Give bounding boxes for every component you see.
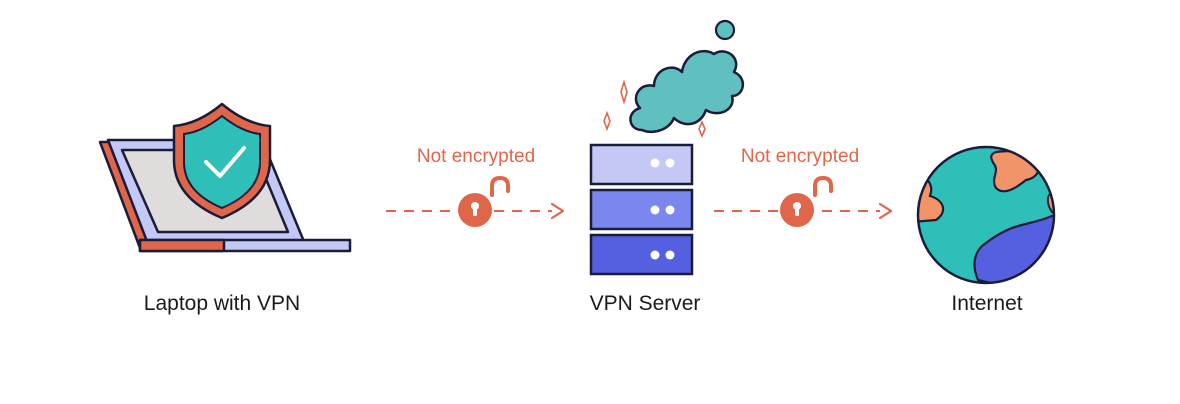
cloud-icon <box>629 19 744 134</box>
unlocked-padlock-icon <box>458 175 510 227</box>
link-server-to-internet <box>714 175 893 227</box>
internet-label: Internet <box>951 292 1023 315</box>
server-stack-icon <box>589 19 744 276</box>
globe-icon <box>916 145 1056 285</box>
link-2-label: Not encrypted <box>740 146 860 167</box>
laptop-label: Laptop with VPN <box>143 292 301 315</box>
vpn-server-label: VPN Server <box>589 292 701 315</box>
laptop-with-shield-icon <box>98 102 352 253</box>
link-laptop-to-server <box>386 175 565 227</box>
link-1-label: Not encrypted <box>416 146 536 167</box>
unlocked-padlock-icon <box>780 175 833 227</box>
